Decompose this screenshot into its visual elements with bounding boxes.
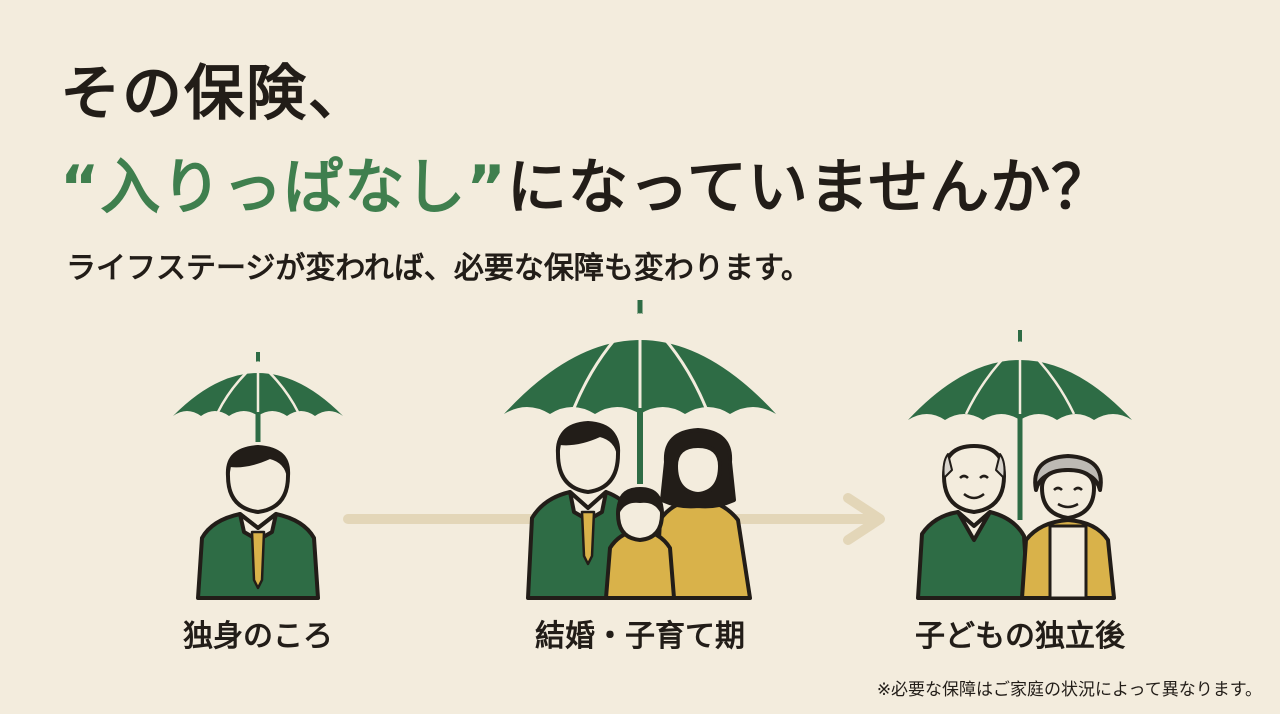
- family-icon: [526, 421, 752, 600]
- single-man-icon: [196, 445, 320, 600]
- headline-line2: “入りっぱなし”になっていませんか？: [60, 158, 1112, 218]
- stage-label-single: 独身のころ: [183, 619, 333, 654]
- headline-line1: その保険、: [60, 59, 370, 129]
- stage-label-empty-nest: 子どもの独立後: [915, 619, 1125, 654]
- subtitle: ライフステージが変われば、必要な保障も変わります。: [66, 251, 811, 286]
- elderly-couple-icon: [916, 444, 1116, 600]
- umbrella-icon: [908, 330, 1132, 520]
- stage-label-family: 結婚・子育て期: [535, 619, 745, 654]
- umbrella-icon: [504, 300, 776, 484]
- footnote: ※必要な保障はご家庭の状況によって異なります。: [876, 680, 1262, 700]
- umbrella-icon: [173, 352, 343, 442]
- headline-highlight: “入りっぱなし”: [60, 153, 507, 223]
- headline-rest: になっていませんか？: [506, 153, 1113, 223]
